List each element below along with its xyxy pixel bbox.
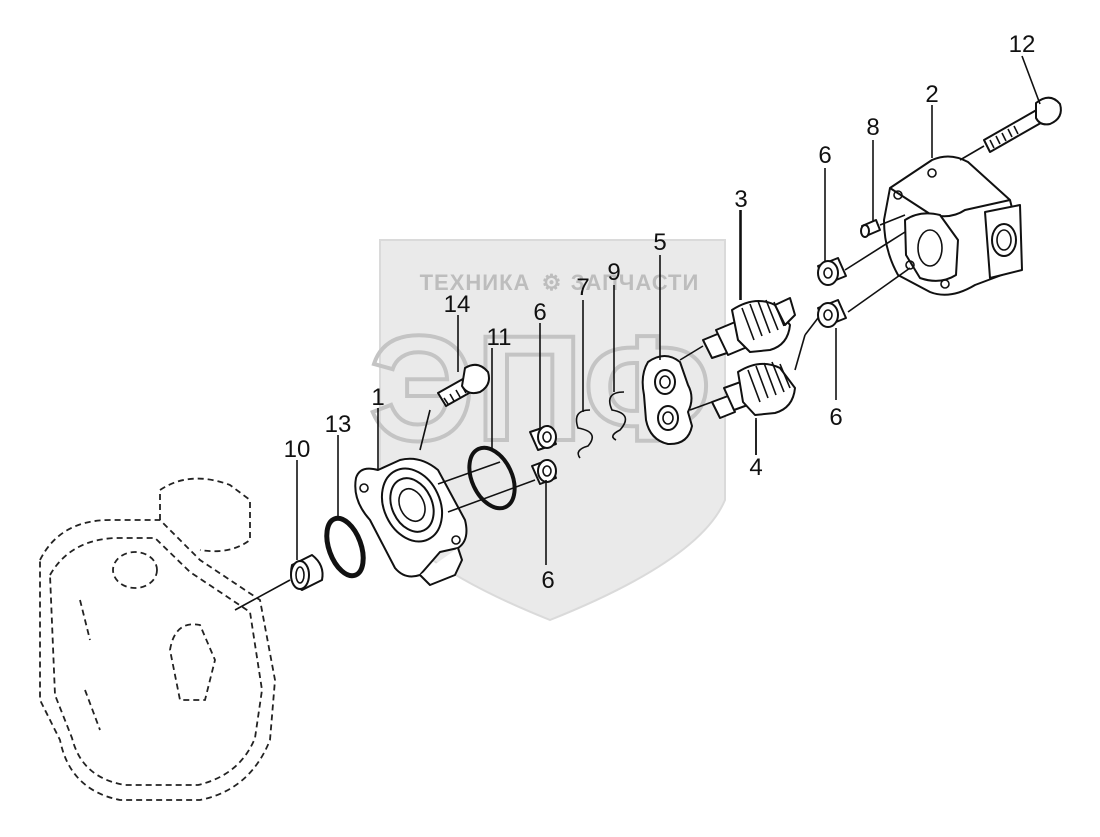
watermark-gear-icon: ⚙ xyxy=(542,270,563,295)
part-7-wire-ring xyxy=(575,409,594,459)
callout-6-right-lower: 6 xyxy=(829,404,842,431)
callout-4: 4 xyxy=(749,454,762,481)
callout-9: 9 xyxy=(607,259,620,286)
callout-7: 7 xyxy=(576,274,589,301)
part-11-o-ring xyxy=(467,445,517,511)
watermark-brand-left: ТЕХНИКА xyxy=(420,270,531,295)
part-9-wire-ring xyxy=(608,391,627,441)
part-6-bushing-upper-left xyxy=(529,425,557,451)
part-13-o-ring xyxy=(324,515,366,579)
callout-11: 11 xyxy=(487,324,512,351)
callout-3: 3 xyxy=(734,186,747,213)
callout-2: 2 xyxy=(925,81,938,108)
callout-5: 5 xyxy=(653,229,666,256)
callout-6-left-lower: 6 xyxy=(541,567,554,594)
part-6-bushing-lower-right xyxy=(817,299,847,328)
housing xyxy=(39,477,276,801)
part-8-dowel-pin xyxy=(860,219,881,238)
part-4-driven-gear xyxy=(711,361,796,455)
callout-14: 14 xyxy=(444,291,471,318)
callout-6-right-upper: 6 xyxy=(818,142,831,169)
part-5-side-plate xyxy=(641,355,693,446)
callout-leaders xyxy=(296,55,1041,565)
part-3-drive-gear xyxy=(702,210,796,359)
part-14-screw xyxy=(419,363,490,451)
part-1-pump-body xyxy=(354,457,536,586)
callout-1: 1 xyxy=(371,384,384,411)
callout-labels: 1 2 3 4 5 6 6 6 6 7 8 9 10 11 12 13 14 xyxy=(284,31,1036,594)
callout-12: 12 xyxy=(1009,31,1036,58)
watermark-brand-right: ЗАПЧАСТИ xyxy=(571,270,700,295)
part-10-oil-seal xyxy=(290,554,324,591)
part-6-bushing-lower-left xyxy=(531,459,557,485)
part-6-bushing-upper-right xyxy=(817,257,847,286)
callout-8: 8 xyxy=(866,114,879,141)
callout-6-left-upper: 6 xyxy=(533,299,546,326)
part-2-pump-cover xyxy=(844,155,1023,313)
callout-13: 13 xyxy=(325,411,352,438)
callout-10: 10 xyxy=(284,436,311,463)
part-12-bolt xyxy=(959,96,1062,161)
